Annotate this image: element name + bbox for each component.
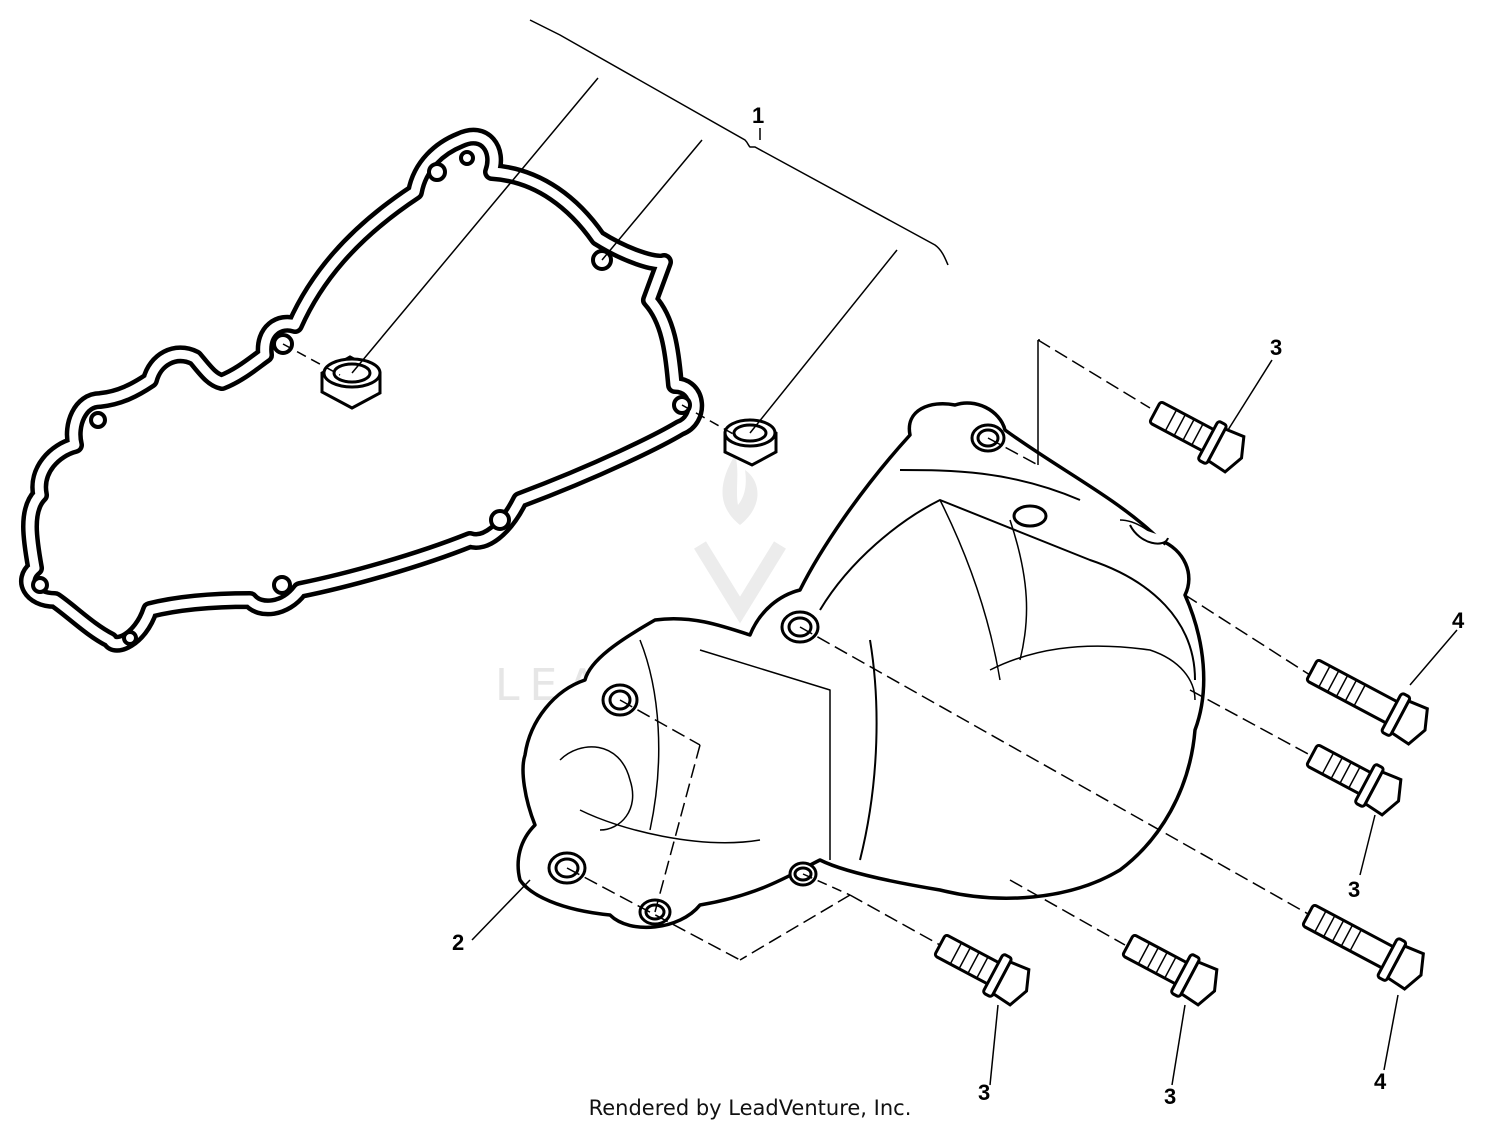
dowel-pin-left xyxy=(320,355,382,410)
engine-cover xyxy=(516,401,1206,929)
callout-1: 1 xyxy=(752,103,764,128)
bolt-bottom-middle xyxy=(1121,933,1219,1007)
callout-3-top: 3 xyxy=(1270,335,1282,360)
callouts: 1 2 3 3 3 3 4 4 xyxy=(452,103,1465,1109)
bolt-right-middle xyxy=(1305,743,1403,817)
callout-2: 2 xyxy=(452,930,464,955)
bolt-long-lower xyxy=(1301,903,1425,991)
bolt-bottom-left xyxy=(933,933,1031,1007)
callout-4-upper: 4 xyxy=(1452,608,1465,633)
callout-4-lower: 4 xyxy=(1374,1069,1387,1094)
callout-3-bottom-left: 3 xyxy=(978,1080,990,1105)
bolt-top xyxy=(1148,400,1246,474)
footer-credit: Rendered by LeadVenture, Inc. xyxy=(588,1096,912,1120)
callout-3-right: 3 xyxy=(1348,877,1360,902)
bolt-long-upper xyxy=(1305,658,1429,746)
leader-lines xyxy=(282,19,1458,1086)
callout-3-bottom-middle: 3 xyxy=(1164,1084,1176,1109)
dowel-pin-right xyxy=(723,418,778,467)
